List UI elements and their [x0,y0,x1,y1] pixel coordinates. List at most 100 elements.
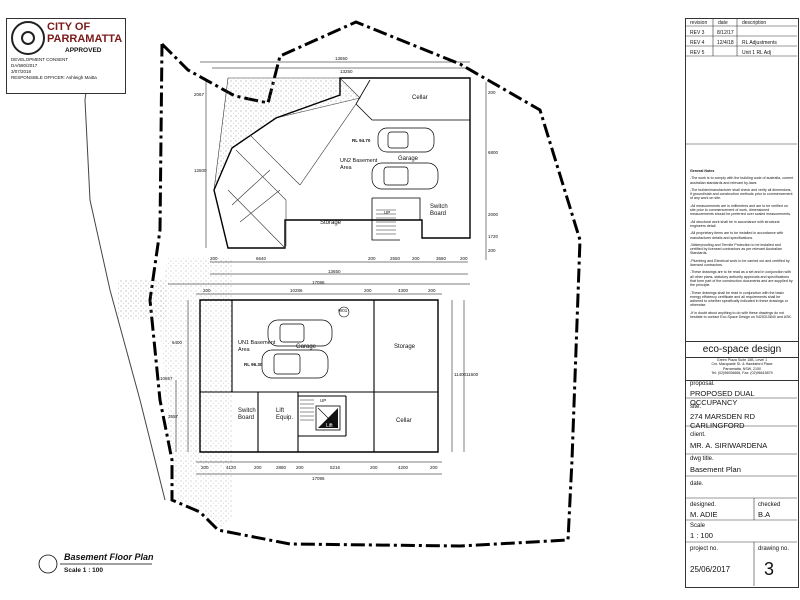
room-switchboard-u2: Switch Board [430,204,448,217]
site-line: CARLINGFORD [690,421,745,430]
dim: 10657 [160,376,173,381]
area-label-u2: UN2 Basement Area [340,158,378,171]
note-item: -If in doubt about anything to do with t… [690,310,792,320]
date-label: date. [690,481,704,487]
dim: 13250 [340,69,353,74]
dim: 17096 [312,280,325,285]
designed-value: M. ADIE [690,510,718,519]
dwg-label: dwg title. [690,456,714,462]
rev-header: date [718,20,728,26]
dim: 3557 [168,414,179,419]
proposal-label: proposal. [690,381,715,387]
dim: 200 [203,288,211,293]
room-lift-equip: Lift Equip. [276,408,294,421]
stamp-line: DEVELOPMENT CONSENT [11,57,69,62]
general-notes: General Notes -The work is to comply wit… [690,169,794,322]
room-switchboard-u1: Switch Board [238,408,256,421]
firm-address-line: Green Plaza Suite 15B, Level 1 [716,358,768,362]
note-item: -All structural work shall be in accorda… [690,219,780,228]
dim: 200 [428,288,436,293]
scale-label: Scale [690,523,706,529]
note-item: -All measurements are in millimetres and… [690,203,792,217]
dim: 3660 [436,256,447,261]
dim: 6400 [172,340,183,345]
dim: 1720 [488,234,499,239]
plan-scale: Scale 1 : 100 [64,567,104,574]
rev-header: description [742,20,767,26]
title-block: revision date description REV 3 8/12/17 … [685,18,799,588]
note-item: -These drawings are to be read as a set … [690,270,793,288]
dim: 200 [370,465,378,470]
stamp-line: DA/580/2017 [11,63,38,68]
unit2-plan [118,61,487,528]
rev-cell: REV 5 [690,50,705,56]
titleblock-lines [685,18,797,586]
project-value: 25/06/2017 [690,565,731,574]
rev-cell: REV 4 [690,40,705,46]
dim: 200 [488,90,496,95]
dim: 200 [488,248,496,253]
note-item: -The builder/manufacturer shall check an… [690,187,793,201]
dim: 11600 [466,372,479,377]
dim: 200 [430,465,438,470]
firm-block: eco-space design Green Plaza Suite 15B, … [686,341,798,381]
rev-cell: 8/12/17 [717,30,734,36]
room-cellar-u2: Cellar [412,95,428,101]
dim: 4200 [398,465,409,470]
rev-cell: RL Adjustments [742,40,777,46]
checked-label: checked [758,502,781,508]
firm-name: eco-space design [686,344,798,358]
site-line: 274 MARSDEN RD [690,412,756,421]
dim: 4120 [226,465,237,470]
client-value: MR. A. SIRIWARDENA [690,441,768,450]
rev-cell: Unit 1 RL Adj [742,50,771,56]
firm-address-line: Cnr. Macquarie St. & Hawksford Place [711,362,773,367]
note-item: -These drawings shall be read in conjunc… [690,290,788,308]
dwg-value: Basement Plan [690,465,741,474]
room-cellar-u1: Cellar [396,418,412,424]
dim: 200 [210,256,218,261]
dim: 200 [368,256,376,261]
unit1-plan [175,293,465,475]
dim: 200 [201,465,209,470]
stair-up-u2: UP [384,210,391,215]
room-garage-u2: Garage [398,156,419,162]
client-label: client. [690,432,706,438]
checked-value: B.A [758,510,771,519]
dim: 200 [254,465,262,470]
notes-title: General Notes [690,169,715,173]
project-label: project no. [690,546,719,552]
designed-label: designed. [690,502,717,508]
dim: 12600 [194,168,207,173]
plan-title: Basement Floor Plan [64,552,154,562]
drawing-value: 3 [764,559,775,579]
room-lift: Lift [326,423,333,429]
area-label-u1: UN1 Basement Area [238,340,276,353]
wc-tag: W01 [338,308,348,313]
firm-address-line: Tel: (02)96006666, Fax: (02)96615879 [711,371,773,376]
proposal-value: PROPOSED DUAL OCCUPANCY [690,389,755,407]
stair-up-u1: UP [320,398,327,403]
dim: 13650 [335,56,348,61]
stamp-city: CITY OF PARRAMATTA [47,21,123,45]
rev-cell: REV 3 [690,30,705,36]
rev-cell: 12/4/18 [717,40,734,46]
rev-header: revision [690,20,708,26]
dim: 2880 [276,465,287,470]
drawing-label: drawing no. [758,546,790,552]
dim: 11400 [454,372,467,377]
rl-u2: RL 94.70 [352,138,371,143]
note-item: -All proprietary items are to be install… [690,231,784,240]
room-storage-u2: Storage [320,220,342,226]
site-label: site. [690,404,702,410]
dim: 17096 [312,476,325,481]
rl-u1: RL 96.30 [244,362,263,367]
room-garage-u1: Garage [296,344,317,350]
note-item: -Waterproofing and Termite Protection to… [690,242,782,256]
dim: 4300 [398,288,409,293]
dim: 2000 [488,212,499,217]
dim: 6800 [488,150,499,155]
dim: 6640 [256,256,267,261]
note-item: -The work is to comply with the building… [690,176,794,185]
dim: 200 [296,465,304,470]
